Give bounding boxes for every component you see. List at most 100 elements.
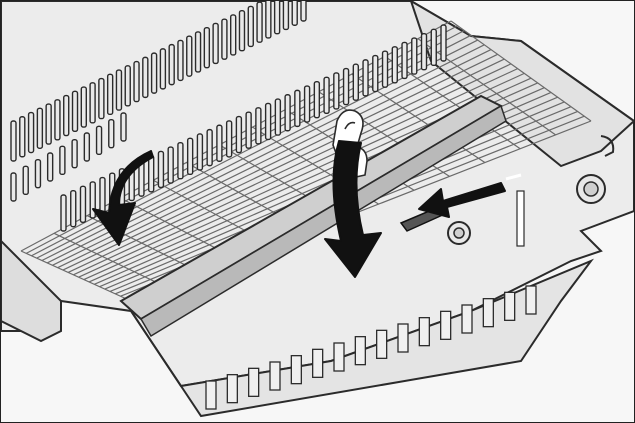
- tine: [168, 43, 175, 86]
- tine: [342, 67, 350, 106]
- tine: [225, 120, 233, 158]
- rack-wheel-center: [447, 221, 471, 245]
- tine: [303, 85, 311, 123]
- tine: [106, 73, 114, 116]
- front-lattice-panel: [205, 285, 537, 410]
- rack-posts-right: [516, 190, 525, 247]
- tine: [362, 59, 369, 97]
- tine: [274, 98, 282, 136]
- lattice-post: [354, 336, 366, 366]
- tine: [70, 189, 77, 228]
- folding-tine-rows: [10, 1, 447, 232]
- grid-line: [67, 63, 512, 273]
- tine: [19, 116, 26, 158]
- grid-line: [57, 53, 498, 269]
- tine: [71, 138, 78, 169]
- tine: [63, 94, 70, 137]
- lattice-post: [418, 317, 430, 347]
- tine: [196, 133, 204, 171]
- tine: [142, 56, 149, 99]
- grid-line: [78, 72, 525, 278]
- tine: [124, 65, 131, 107]
- tine: [291, 1, 298, 26]
- tine: [10, 120, 17, 162]
- tine: [238, 9, 246, 52]
- tine: [245, 111, 252, 149]
- lattice-post: [397, 323, 409, 353]
- lattice-post: [504, 291, 516, 321]
- lattice-post: [290, 355, 302, 385]
- tine: [265, 1, 272, 39]
- tine: [59, 145, 66, 176]
- tine: [411, 37, 418, 75]
- tine: [333, 72, 340, 110]
- tine: [212, 22, 219, 65]
- tine: [391, 46, 398, 84]
- tine: [255, 107, 262, 145]
- tine: [381, 50, 389, 88]
- tine: [221, 18, 228, 60]
- lattice-post: [248, 367, 260, 397]
- tine: [54, 99, 61, 141]
- tine: [46, 152, 54, 182]
- tine: [177, 39, 184, 82]
- lattice-post: [205, 380, 217, 410]
- tine: [203, 26, 211, 69]
- tine: [273, 1, 281, 35]
- tine: [194, 31, 202, 73]
- tine: [79, 185, 87, 223]
- lattice-post: [312, 348, 324, 378]
- tine: [430, 28, 437, 67]
- tine: [294, 89, 301, 128]
- down-arrow-icon: [324, 140, 382, 278]
- lattice-post: [525, 285, 537, 315]
- tine: [216, 124, 223, 162]
- tine: [83, 132, 91, 162]
- tine: [186, 35, 193, 77]
- tine: [71, 90, 79, 133]
- lattice-post: [440, 310, 452, 340]
- tine: [157, 150, 165, 189]
- grid-line: [53, 232, 167, 288]
- tine: [177, 141, 184, 180]
- tine: [256, 1, 263, 43]
- grid-line: [20, 250, 132, 302]
- tine: [95, 125, 103, 156]
- tine: [352, 63, 360, 101]
- curved-arrow-icon: [92, 150, 154, 246]
- tine: [45, 103, 52, 145]
- tine: [120, 112, 127, 142]
- tine: [229, 14, 237, 56]
- tine: [133, 60, 140, 103]
- tine: [284, 94, 291, 132]
- lattice-post: [226, 374, 238, 404]
- tine: [98, 77, 105, 120]
- tine: [108, 118, 115, 149]
- grid-line: [73, 68, 518, 276]
- tine: [167, 146, 174, 184]
- tine: [323, 76, 330, 115]
- lattice-post: [482, 298, 494, 328]
- grid-line: [450, 20, 592, 122]
- tine: [372, 54, 379, 93]
- tine: [10, 172, 17, 202]
- tine: [60, 194, 67, 232]
- tine: [440, 24, 447, 62]
- tine: [22, 165, 29, 196]
- tine: [99, 176, 106, 215]
- lattice-post: [333, 342, 345, 372]
- tine: [36, 107, 44, 149]
- tine: [89, 82, 96, 124]
- lattice-post: [376, 329, 388, 359]
- tine: [313, 80, 321, 119]
- tine: [247, 5, 254, 48]
- left-arrow-icon: [418, 173, 522, 218]
- grid-line: [62, 58, 505, 271]
- tine: [34, 158, 42, 189]
- tine: [420, 33, 428, 71]
- rack-hook-right: [600, 135, 615, 157]
- tine: [235, 115, 243, 154]
- tine: [300, 1, 307, 22]
